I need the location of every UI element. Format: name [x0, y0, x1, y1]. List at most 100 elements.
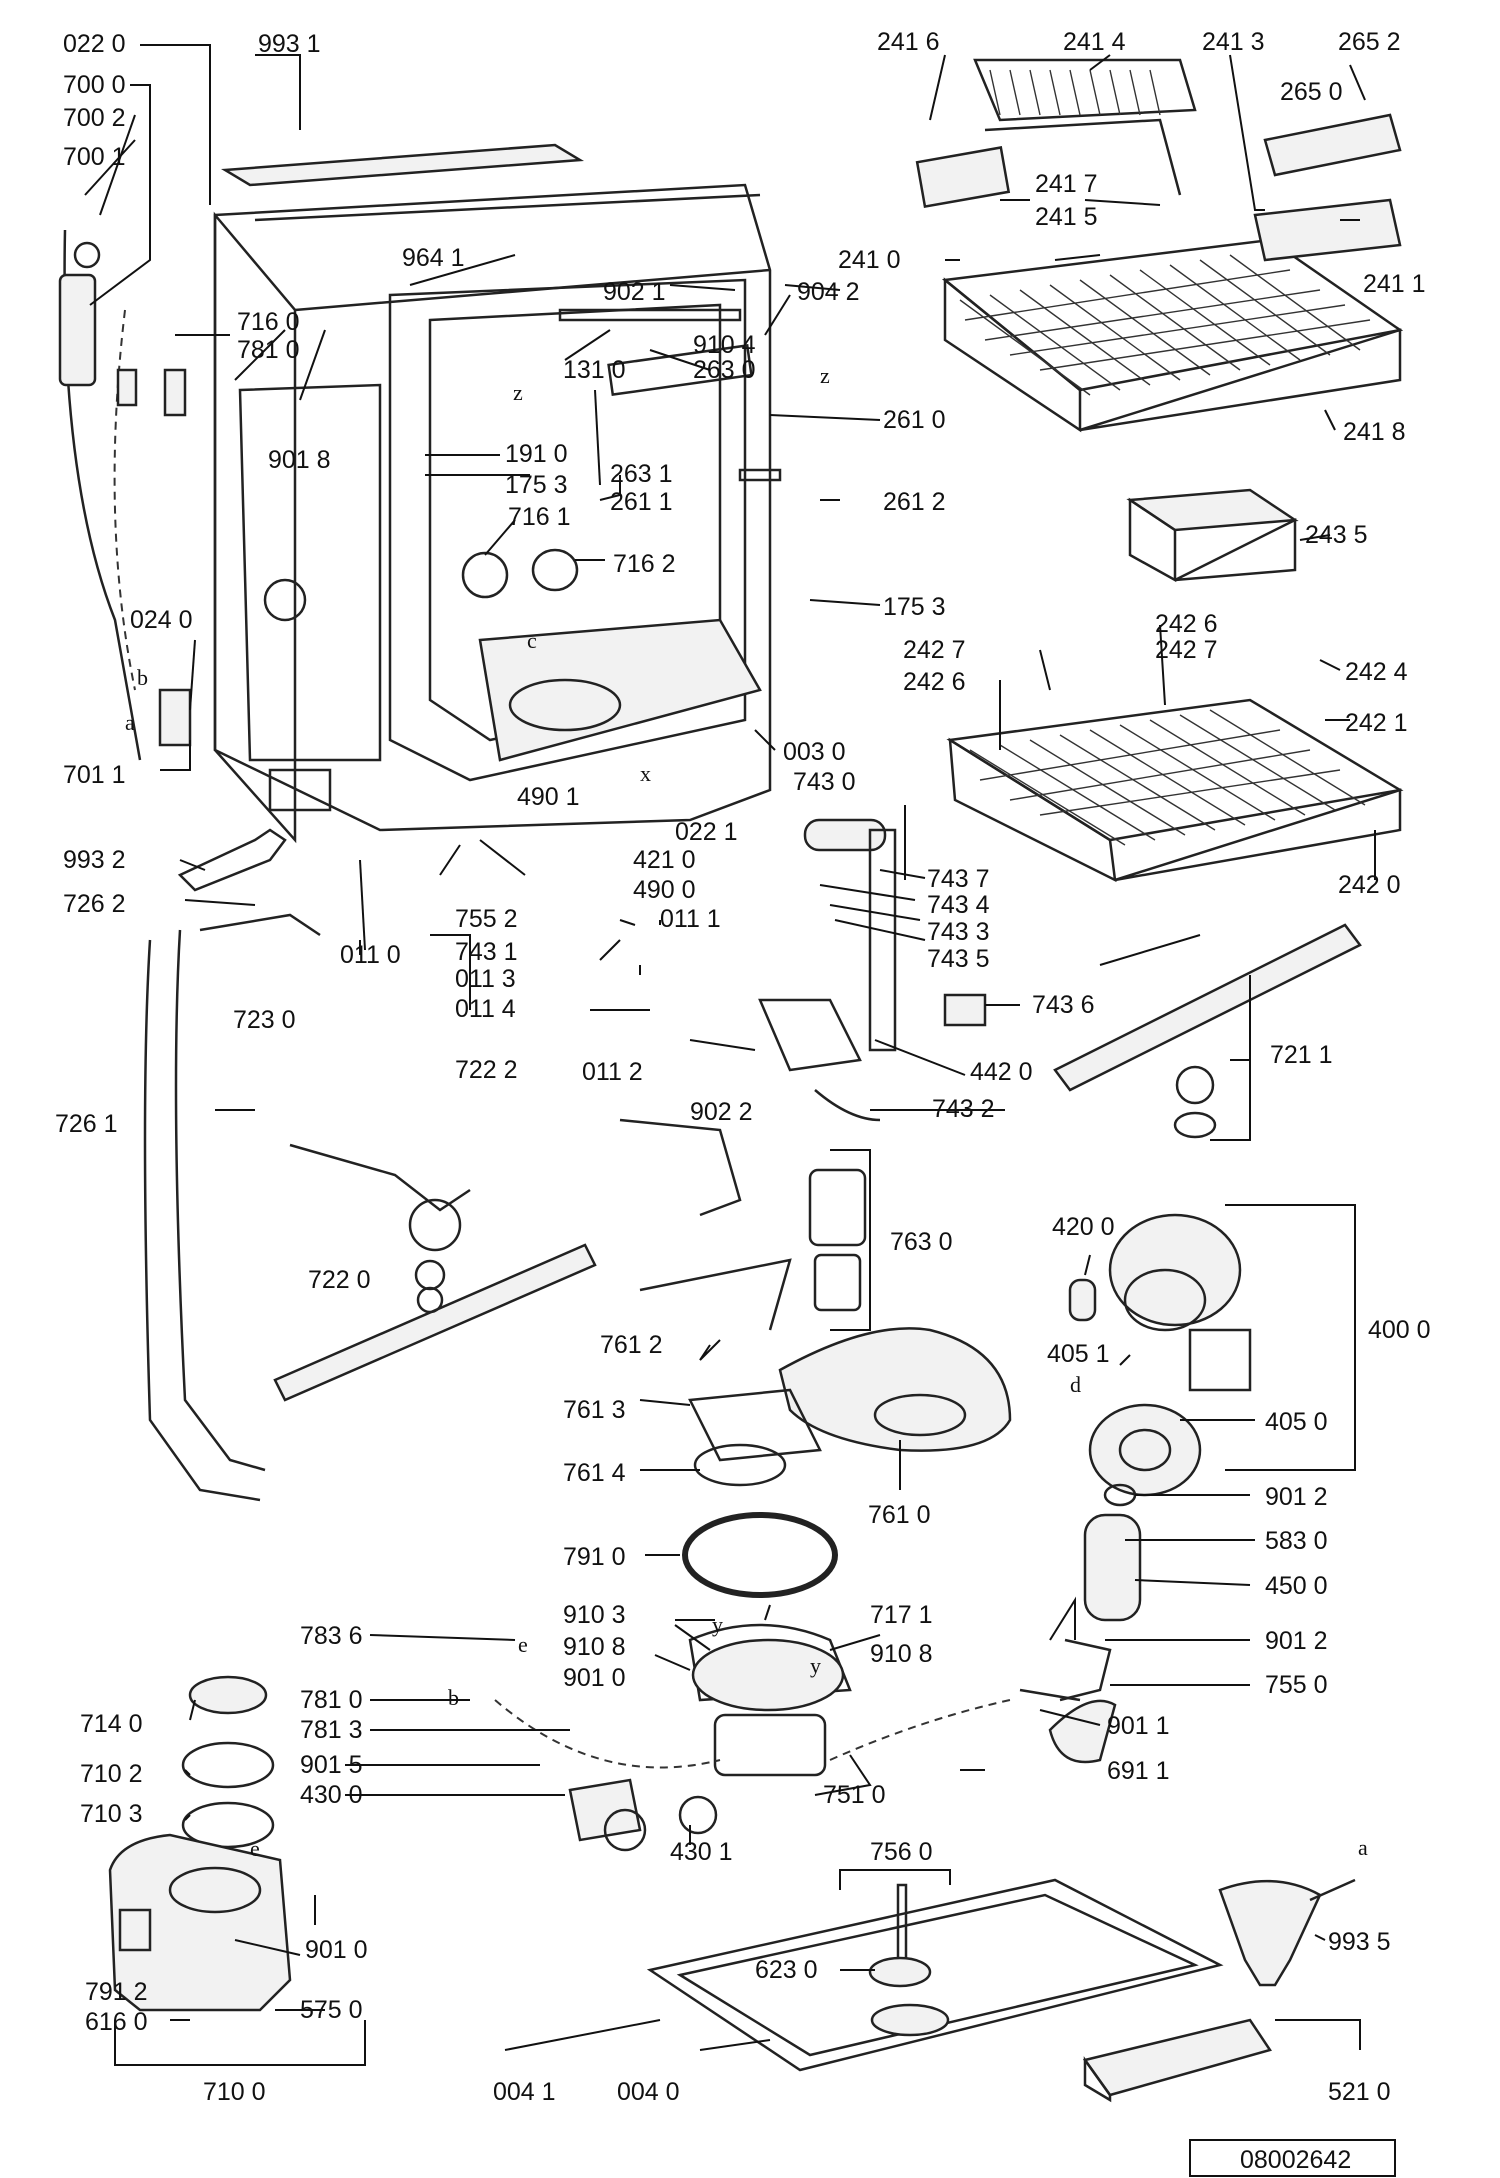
- label-993-2: 993 2: [63, 846, 126, 874]
- label-726-1: 726 1: [55, 1110, 118, 1138]
- label-243-5: 243 5: [1305, 521, 1368, 549]
- hook: [158, 688, 192, 747]
- control-strip: [1082, 2018, 1272, 2097]
- label-722-2: 722 2: [455, 1056, 518, 1084]
- label-623-0: 623 0: [755, 1956, 818, 1984]
- letter-d: d: [1070, 1372, 1081, 1397]
- label-241-4: 241 4: [1063, 28, 1126, 56]
- letter-a-2: a: [1358, 1835, 1368, 1860]
- label-723-0: 723 0: [233, 1006, 296, 1034]
- label-901-1: 901 1: [1107, 1712, 1170, 1740]
- feed-pipe: [143, 939, 261, 1502]
- label-691-1: 691 1: [1107, 1757, 1170, 1785]
- label-242-1: 242 1: [1345, 709, 1408, 737]
- letter-b: b: [137, 665, 148, 690]
- label-763-0: 763 0: [890, 1228, 953, 1256]
- label-901-0-b: 901 0: [305, 1936, 368, 1964]
- label-743-3: 743 3: [927, 918, 990, 946]
- label-261-1: 261 1: [610, 488, 673, 516]
- label-743-1: 743 1: [455, 938, 518, 966]
- label-242-4: 242 4: [1345, 658, 1408, 686]
- label-901-0-a: 901 0: [563, 1664, 626, 1692]
- salt-container: [108, 1675, 292, 2012]
- label-700-1: 700 1: [63, 143, 126, 171]
- label-783-6: 783 6: [300, 1622, 363, 1650]
- wrench: [177, 828, 287, 892]
- label-011-0: 011 0: [340, 941, 401, 969]
- label-022-1: 022 1: [675, 818, 738, 846]
- label-261-2: 261 2: [883, 488, 946, 516]
- letter-c: c: [527, 628, 537, 653]
- label-710-3: 710 3: [80, 1800, 143, 1828]
- drawing-number: 08002642: [1240, 2146, 1351, 2174]
- label-743-4: 743 4: [927, 891, 990, 919]
- letter-y-2: y: [810, 1653, 821, 1678]
- connection-letters: b a c d e x y z z y b a e: [125, 363, 1368, 1861]
- upper-basket: [915, 58, 1404, 433]
- label-716-1: 716 1: [508, 503, 571, 531]
- label-421-0: 421 0: [633, 846, 696, 874]
- label-242-6-b: 242 6: [903, 668, 966, 696]
- label-131-0: 131 0: [563, 356, 626, 384]
- label-756-0: 756 0: [870, 1838, 933, 1866]
- label-701-1: 701 1: [63, 761, 126, 789]
- label-242-7-b: 242 7: [1155, 636, 1218, 664]
- label-450-0: 450 0: [1265, 1572, 1328, 1600]
- lower-spray-arm: [273, 1243, 597, 1402]
- label-241-6: 241 6: [877, 28, 940, 56]
- drain-pump: [568, 1778, 642, 1842]
- label-011-3: 011 3: [455, 965, 516, 993]
- label-004-1: 004 1: [493, 2078, 556, 2106]
- cutlery-basket: [1126, 488, 1299, 583]
- drawing-number-box: 08002642: [1189, 2139, 1396, 2177]
- label-710-0: 710 0: [203, 2078, 266, 2106]
- label-904-2: 904 2: [797, 278, 860, 306]
- label-901-2-a: 901 2: [1265, 1483, 1328, 1511]
- label-902-2: 902 2: [690, 1098, 753, 1126]
- tub-cabinet: [213, 183, 782, 844]
- label-241-3: 241 3: [1202, 28, 1265, 56]
- label-242-6-a: 242 6: [1155, 610, 1218, 638]
- heater-tube: [1083, 1513, 1142, 1622]
- label-263-0: 263 0: [693, 356, 756, 384]
- salt-funnel: [1218, 1879, 1322, 1987]
- label-781-3: 781 3: [300, 1716, 363, 1744]
- part-labels: 022 0 993 1 700 0 700 2 700 1 964 1 902 …: [55, 28, 1431, 2106]
- label-901-5: 901 5: [300, 1751, 363, 1779]
- letter-z: z: [513, 380, 523, 405]
- label-265-2: 265 2: [1338, 28, 1401, 56]
- label-700-2: 700 2: [63, 104, 126, 132]
- label-011-4: 011 4: [455, 995, 516, 1023]
- label-743-0: 743 0: [793, 768, 856, 796]
- label-405-1: 405 1: [1047, 1340, 1110, 1368]
- filter-assembly: [619, 1118, 1012, 1777]
- label-265-0: 265 0: [1280, 78, 1343, 106]
- letter-e: e: [250, 1836, 260, 1861]
- label-743-7: 743 7: [927, 865, 990, 893]
- label-964-1: 964 1: [402, 244, 465, 272]
- top-strip: [220, 143, 585, 187]
- dispenser: [803, 818, 887, 852]
- label-755-2: 755 2: [455, 905, 518, 933]
- label-175-3-b: 175 3: [883, 593, 946, 621]
- label-993-1: 993 1: [258, 30, 321, 58]
- label-263-1: 263 1: [610, 460, 673, 488]
- label-405-0: 405 0: [1265, 1408, 1328, 1436]
- label-616-0: 616 0: [85, 2008, 148, 2036]
- label-241-1: 241 1: [1363, 270, 1426, 298]
- label-490-0: 490 0: [633, 876, 696, 904]
- label-781-0: 781 0: [237, 336, 300, 364]
- label-791-0: 791 0: [563, 1543, 626, 1571]
- label-521-0: 521 0: [1328, 2078, 1391, 2106]
- label-902-1: 902 1: [603, 278, 666, 306]
- label-242-7-a: 242 7: [903, 636, 966, 664]
- label-716-2: 716 2: [613, 550, 676, 578]
- label-717-1: 717 1: [870, 1601, 933, 1629]
- label-910-4: 910 4: [693, 331, 756, 359]
- label-420-0: 420 0: [1052, 1213, 1115, 1241]
- label-714-0: 714 0: [80, 1710, 143, 1738]
- label-743-5: 743 5: [927, 945, 990, 973]
- label-241-5: 241 5: [1035, 203, 1098, 231]
- label-761-0: 761 0: [868, 1501, 931, 1529]
